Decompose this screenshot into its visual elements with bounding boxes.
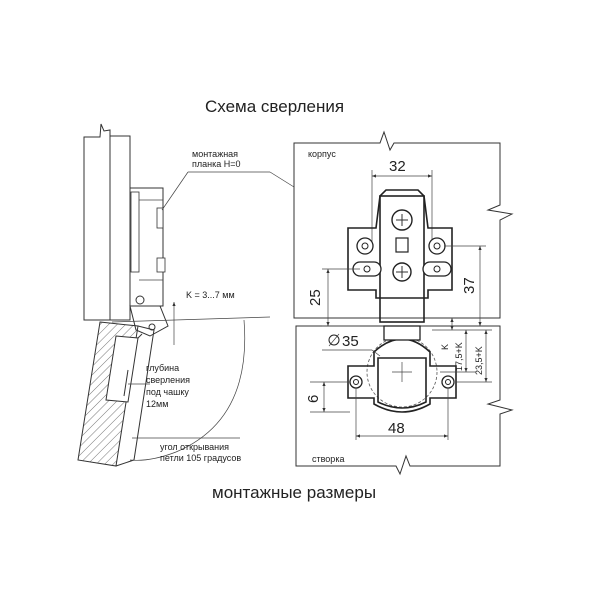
dim-17-5-k: 17,5+K [454, 342, 464, 371]
hinge-cup [347, 325, 457, 413]
dim-35: 35 [342, 333, 359, 350]
dim-k: K [440, 344, 450, 350]
angle-label-1: угол открывания [160, 442, 229, 452]
dim-23-5-k: 23,5+K [474, 346, 484, 375]
dim-25: 25 [307, 289, 324, 306]
body-label: корпус [308, 149, 336, 159]
side-view: монтажная планка H=0 K = 3...7 мм глубин… [77, 123, 351, 467]
dim-48: 48 [388, 420, 405, 437]
depth-label-2: сверления [146, 375, 190, 385]
front-view: корпус створка 32 [293, 130, 514, 476]
dim-6: 6 [305, 395, 322, 403]
k-range-label: K = 3...7 мм [186, 290, 235, 300]
dim-37: 37 [461, 277, 478, 294]
depth-label-1: глубина [146, 363, 179, 373]
diagram-caption: монтажные размеры [212, 483, 377, 502]
cabinet-wall-face [109, 135, 131, 321]
door-side [77, 321, 155, 467]
plate-label-1: монтажная [192, 149, 238, 159]
depth-label-3: под чашку [146, 387, 189, 397]
dim-32: 32 [389, 158, 406, 175]
door-panel [295, 325, 514, 476]
hinge-arm-side [123, 187, 169, 353]
angle-label-2: петли 105 градусов [160, 453, 241, 463]
diagram-title: Схема сверления [205, 97, 345, 116]
door-label: створка [312, 454, 344, 464]
plate-label-2: планка H=0 [192, 159, 241, 169]
mounting-plate [347, 189, 453, 323]
depth-label-4: 12мм [146, 399, 168, 409]
cabinet-wall [83, 123, 111, 321]
